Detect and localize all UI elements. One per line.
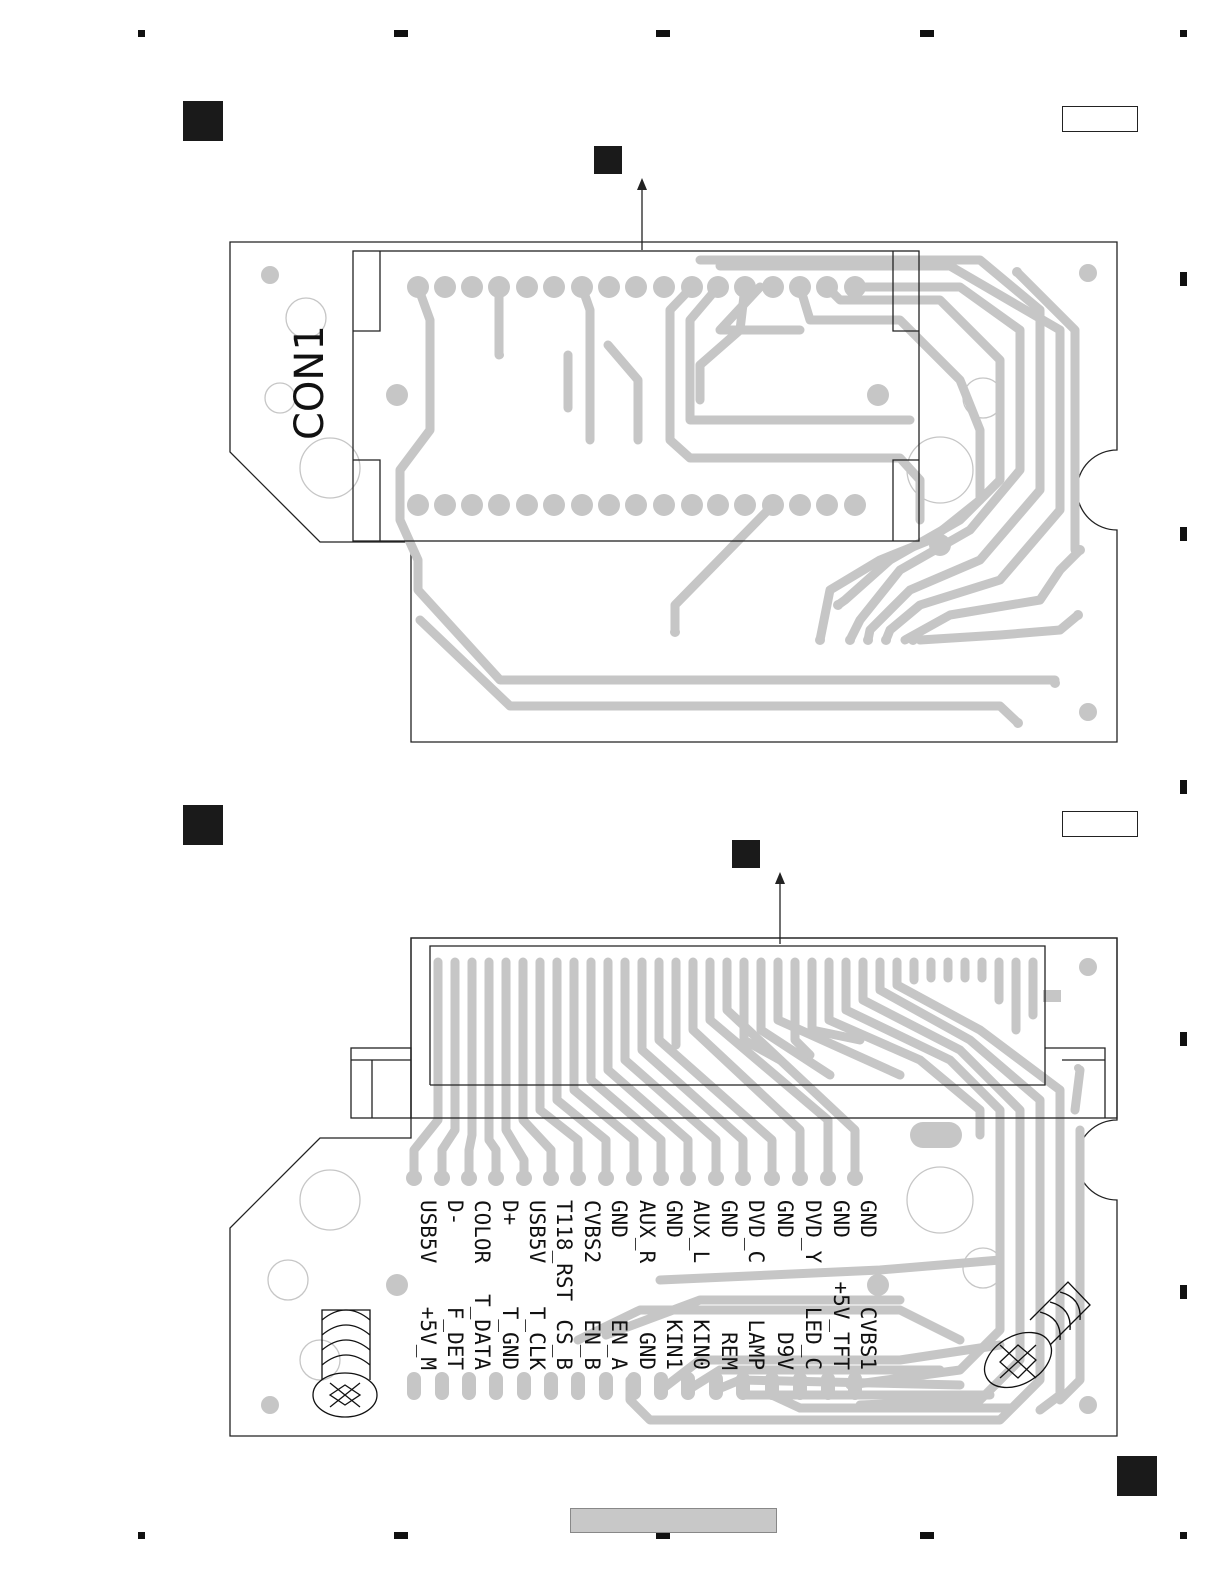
screw-icon	[313, 1310, 377, 1417]
connector-label: CON1	[287, 325, 333, 440]
registration-mark	[920, 1532, 934, 1539]
pin-label: GND	[829, 1200, 853, 1238]
pin-label: T_DATA	[470, 1294, 494, 1370]
pin-label: F_DET	[443, 1307, 467, 1371]
pin-label: KIN1	[662, 1319, 686, 1370]
pin-label: GND	[717, 1200, 741, 1238]
pin-label: CVBS2	[580, 1200, 604, 1263]
pin-label: D9V	[773, 1332, 797, 1370]
pin-label: T118_RST	[552, 1200, 576, 1302]
pin-label: D+	[498, 1200, 522, 1225]
pin-label: +5V_M	[416, 1307, 440, 1370]
pin-label: LED_C	[801, 1307, 825, 1370]
pin-label: CVBS1	[856, 1307, 880, 1370]
pin-label: AUX_L	[689, 1200, 713, 1263]
pin-label: USB5V	[525, 1200, 549, 1264]
pin-label: CS_B	[552, 1319, 576, 1370]
pin-label: EN_B	[580, 1319, 604, 1370]
pin-label: T_GND	[498, 1307, 522, 1370]
pin-label: LAMP	[744, 1319, 768, 1370]
registration-mark	[138, 1532, 145, 1539]
top-pcb-diagram: CON1	[0, 0, 1224, 780]
pin-label: USB5V	[416, 1200, 440, 1264]
pin-label: GND	[662, 1200, 686, 1238]
pin-label: T_CLK	[525, 1307, 549, 1371]
pin-label: AUX_R	[635, 1200, 659, 1264]
pin-labels-left: +5V_M F_DET T_DATA T_GND T_CLK CS_B EN_B…	[416, 1281, 880, 1370]
registration-mark	[1180, 1532, 1187, 1539]
pin-label: GND	[635, 1332, 659, 1370]
pin-label: DVD_C	[744, 1200, 768, 1263]
pin-label: D-	[443, 1200, 467, 1225]
bottom-pcb-diagram: USB5V D- COLOR D+ USB5V T118_RST CVBS2 G…	[0, 780, 1224, 1480]
footer-bar	[570, 1508, 777, 1533]
registration-mark	[394, 1532, 408, 1539]
pin-label: +5V_TFT	[829, 1281, 853, 1370]
pin-label: DVD_Y	[801, 1200, 825, 1264]
pin-label: GND	[607, 1200, 631, 1238]
pin-label: KIN0	[689, 1319, 713, 1370]
pin-label: EN_A	[607, 1319, 631, 1370]
pin-label: COLOR	[470, 1200, 494, 1264]
registration-mark	[656, 1532, 670, 1539]
pin-label: GND	[773, 1200, 797, 1238]
pin-label: REM	[717, 1332, 741, 1370]
pin-label: GND	[856, 1200, 880, 1238]
pin-labels-right: USB5V D- COLOR D+ USB5V T118_RST CVBS2 G…	[416, 1200, 880, 1302]
